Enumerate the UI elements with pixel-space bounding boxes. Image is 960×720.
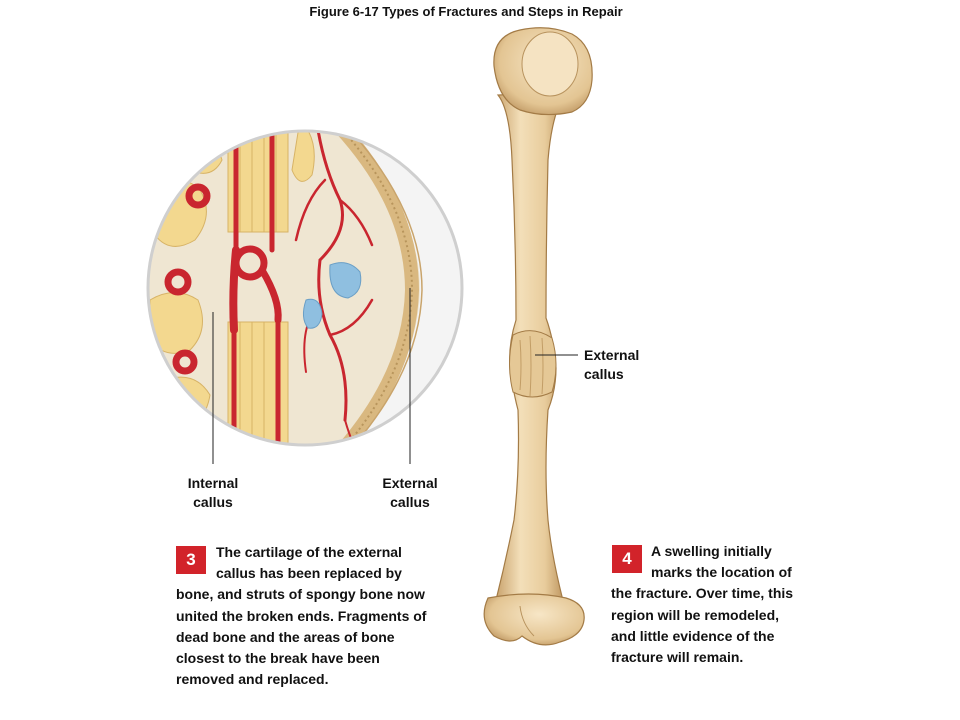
- internal-callus-label-line2: callus: [193, 494, 233, 510]
- step-3-line: closest to the break have been: [176, 650, 380, 667]
- step-3-line: The cartilage of the external: [216, 544, 402, 560]
- external-callus-bone-label-line2: callus: [584, 366, 624, 382]
- step-4-line: and little evidence of the: [611, 627, 775, 644]
- step-3-line: dead bone and the areas of bone: [176, 628, 395, 645]
- healed-humerus: [483, 27, 593, 646]
- figure-title: Figure 6-17 Types of Fractures and Steps…: [309, 4, 623, 19]
- step-4-line: fracture will remain.: [611, 649, 744, 666]
- step-3-line: bone, and struts of spongy bone now: [176, 586, 425, 603]
- step-4-line: the fracture. Over time, this: [611, 585, 794, 602]
- step-3-text: The cartilage of the external callus has…: [176, 542, 486, 690]
- internal-callus-label-line1: Internal: [187, 475, 239, 491]
- step-4-line: marks the location of: [651, 564, 792, 581]
- external-callus-inset-label-line1: External: [382, 475, 438, 491]
- step-4-line: A swelling initially: [651, 543, 772, 559]
- step-3-line: united the broken ends. Fragments of: [176, 607, 427, 624]
- external-callus-bone-label-line1: External: [584, 347, 640, 363]
- step-3-badge: 3: [176, 546, 206, 574]
- external-callus-inset-label-line2: callus: [390, 494, 430, 510]
- internal-callus-label: Internal callus: [178, 474, 248, 512]
- step-4-line: region will be remodeled,: [611, 606, 780, 623]
- step-3-line: callus has been replaced by: [216, 565, 402, 582]
- step-4-badge: 4: [612, 545, 642, 573]
- external-callus-bone-label: External callus: [584, 346, 664, 384]
- step-3-line: removed and replaced.: [176, 671, 329, 688]
- external-callus-inset-label: External callus: [372, 474, 448, 512]
- magnified-inset: [146, 129, 464, 447]
- step-4-text: A swelling initially marks the location …: [611, 541, 841, 668]
